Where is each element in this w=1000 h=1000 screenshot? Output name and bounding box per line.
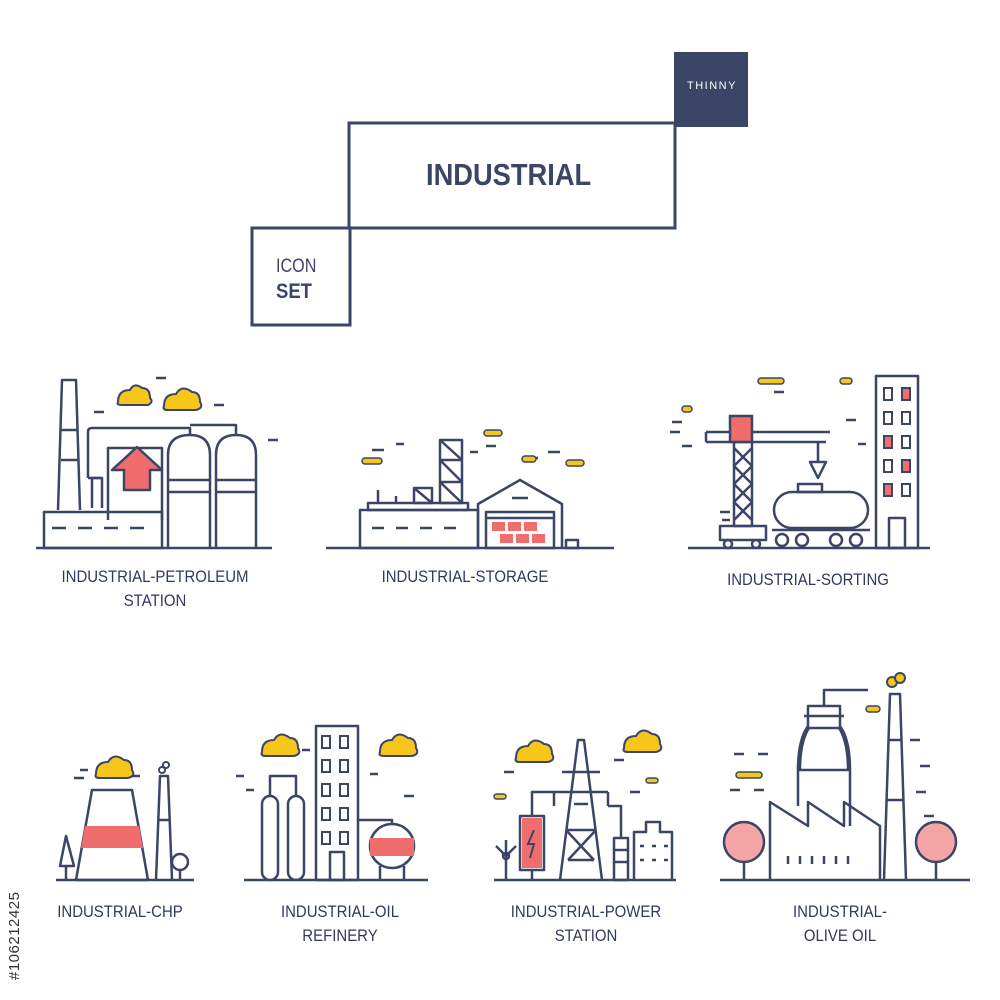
- olive-oil-icon: [720, 688, 970, 882]
- chimney-smoke: [158, 761, 170, 774]
- chimney-smoke: [886, 672, 906, 688]
- cloud-icon: [378, 733, 419, 757]
- sorting-icon: [670, 374, 930, 550]
- storage-icon: [326, 438, 614, 550]
- caption-line: INDUSTRIAL-OIL: [280, 902, 400, 921]
- oil-refinery-icon: [236, 724, 428, 882]
- power-station-icon: [494, 738, 676, 882]
- crane-cabin: [728, 414, 754, 444]
- caption-line: INDUSTRIAL-POWER: [510, 902, 662, 921]
- petroleum-station-icon: [36, 376, 278, 550]
- caption-line: STATION: [554, 926, 618, 945]
- caption-line: STATION: [123, 591, 187, 610]
- chp-icon: [56, 768, 194, 882]
- caption-power-station: INDUSTRIAL-POWER STATION: [489, 900, 683, 948]
- caption-storage: INDUSTRIAL-STORAGE: [346, 565, 584, 589]
- building-windows: [321, 735, 349, 845]
- chp-band: [81, 826, 143, 848]
- page-title: INDUSTRIAL: [426, 157, 592, 192]
- building-windows: [883, 387, 911, 497]
- subtitle-line-1: ICON: [276, 256, 317, 277]
- tag-label: THINNY: [687, 80, 737, 92]
- cloud-icon: [622, 729, 663, 753]
- cloud-icon: [162, 387, 203, 411]
- cloud-icon: [116, 384, 153, 406]
- caption-petroleum-station: INDUSTRIAL-PETROLEUM STATION: [36, 565, 274, 613]
- caption-line: INDUSTRIAL-: [793, 902, 887, 921]
- yellow-dashes: [361, 429, 585, 467]
- olive-bottle-fill: [798, 726, 850, 772]
- cloud-icon: [514, 739, 555, 763]
- caption-line: INDUSTRIAL-STORAGE: [381, 567, 549, 586]
- caption-line: REFINERY: [302, 926, 378, 945]
- caption-oil-refinery: INDUSTRIAL-OIL REFINERY: [243, 900, 437, 948]
- caption-sorting: INDUSTRIAL-SORTING: [694, 568, 923, 592]
- tree-icon: [914, 820, 958, 864]
- refinery-tank-band: [370, 838, 414, 856]
- tag-square: [674, 52, 748, 127]
- subtitle-line-2: SET: [276, 280, 312, 303]
- caption-line: INDUSTRIAL-CHP: [57, 902, 183, 921]
- tree-icon: [722, 820, 766, 864]
- yellow-dashes: [493, 777, 659, 800]
- cloud-icon: [260, 733, 301, 757]
- stock-id: #106212425: [6, 891, 23, 980]
- lightning-icon: [526, 829, 536, 859]
- cloud-icon: [94, 755, 135, 779]
- caption-line: INDUSTRIAL-PETROLEUM: [61, 567, 249, 586]
- storage-boxes: [492, 522, 545, 543]
- caption-line: INDUSTRIAL-SORTING: [727, 570, 889, 589]
- caption-chp: INDUSTRIAL-CHP: [32, 900, 208, 924]
- title-frame: [347, 121, 677, 230]
- header-graphic: [250, 121, 677, 327]
- caption-olive-oil: INDUSTRIAL- OLIVE OIL: [743, 900, 937, 948]
- yellow-dashes: [735, 705, 881, 779]
- subtitle-frame: [250, 226, 352, 327]
- yellow-dashes: [681, 377, 853, 413]
- caption-line: OLIVE OIL: [803, 926, 877, 945]
